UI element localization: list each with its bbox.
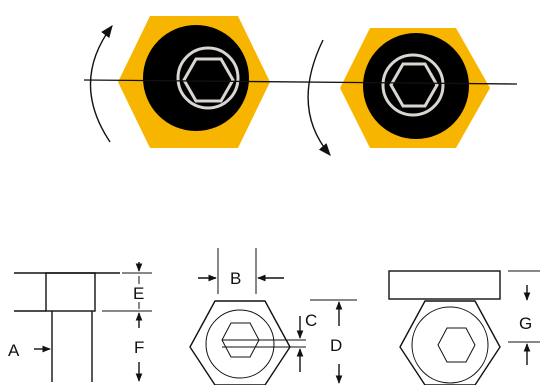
flanged-view <box>388 270 540 385</box>
label-b: B <box>230 269 241 288</box>
right-inner-hex <box>437 327 476 363</box>
left-socket-head <box>89 16 270 148</box>
middle-hex-outline <box>189 300 291 385</box>
left-rotation-arrow <box>89 24 113 143</box>
label-d: D <box>330 336 342 355</box>
left-hex-recess-icon <box>182 57 235 103</box>
centre-axis-line <box>83 79 518 85</box>
side-view <box>14 262 152 382</box>
label-g: G <box>519 314 532 333</box>
right-hex-recess-icon <box>389 62 439 108</box>
label-f: F <box>134 338 144 357</box>
right-rotation-arrow <box>307 39 331 156</box>
bolt-shank-outline <box>51 311 93 382</box>
rotation-illustration <box>83 16 518 156</box>
middle-circle-outline <box>205 309 275 379</box>
flange-plate-outline <box>388 270 501 300</box>
right-circle-outline <box>411 306 489 384</box>
right-socket-head <box>307 28 490 156</box>
right-hex-outline <box>399 300 501 385</box>
right-socket-bore <box>363 33 469 139</box>
left-socket-ring <box>176 46 240 110</box>
right-socket-ring <box>381 53 445 117</box>
label-e: E <box>133 284 144 303</box>
bolt-head-outline <box>45 272 96 312</box>
top-view-hex <box>189 248 357 385</box>
label-c: C <box>305 311 317 330</box>
label-a: A <box>8 341 20 360</box>
